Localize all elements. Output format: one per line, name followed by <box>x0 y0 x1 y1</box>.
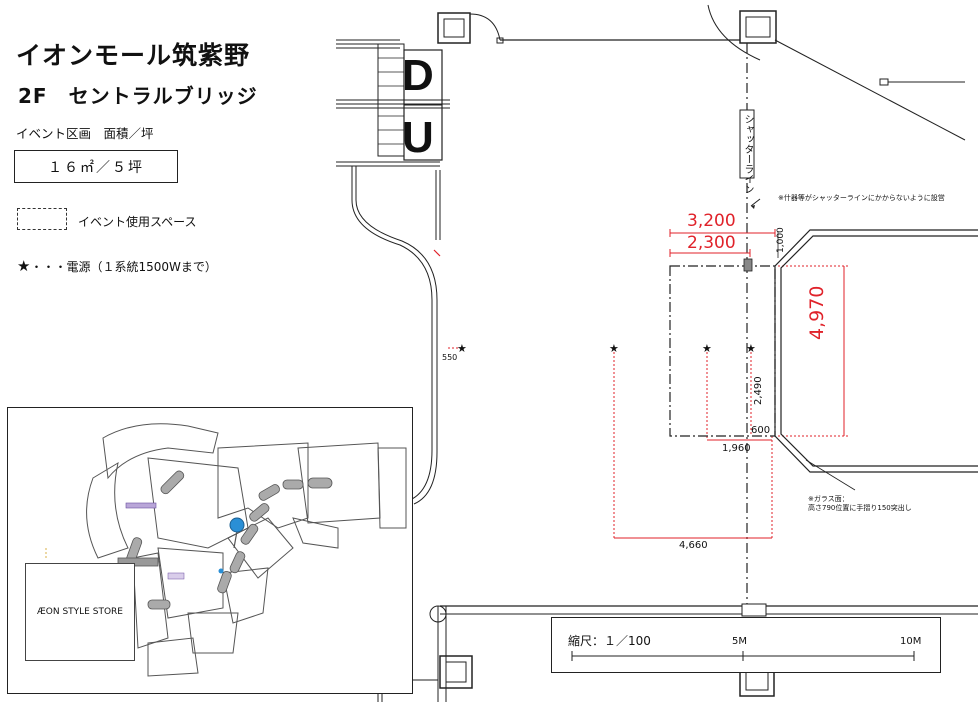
power-star-3: ★ <box>702 342 712 355</box>
scale-bar <box>571 651 915 661</box>
event-space <box>669 265 776 437</box>
inset-floor-map <box>45 423 407 677</box>
dim-4970: 4,970 <box>806 285 828 340</box>
dim-2300: 2,300 <box>687 233 736 253</box>
inset-map: ÆON STYLE STORE <box>7 407 413 694</box>
area-value-box: １６㎡／５坪 <box>14 150 178 183</box>
dim-1960: 1,960 <box>722 443 751 454</box>
shutter-note: ※什器等がシャッターラインにかからないように設営 <box>778 194 945 202</box>
aeon-style-store-block: ÆON STYLE STORE <box>25 563 135 661</box>
star-icon: ★ <box>17 257 31 275</box>
power-star-1: ★ <box>457 342 467 355</box>
power-legend: ★・・・電源（１系統1500Wまで） <box>17 257 217 275</box>
aeon-style-store-label: ÆON STYLE STORE <box>37 607 123 617</box>
glass-note-line1: ※ガラス面： <box>808 495 849 503</box>
glass-note-line2: 高さ790位置に手摺り150突出し <box>808 504 912 512</box>
event-space-legend-label: イベント使用スペース <box>78 215 197 229</box>
page-title: イオンモール筑紫野 <box>16 41 251 70</box>
power-legend-label: ・・・電源（１系統1500Wまで） <box>30 260 217 274</box>
power-star-2: ★ <box>609 342 619 355</box>
area-label: イベント区画 面積／坪 <box>16 126 154 141</box>
shutter-line-label: シャッターライン <box>742 114 753 194</box>
location-pin-needle <box>233 530 238 549</box>
dim-1000: 1,000 <box>776 227 786 253</box>
scale-tick-5m: 5M <box>732 636 747 647</box>
dim-3200: 3,200 <box>687 211 736 231</box>
event-space-legend-swatch <box>17 208 67 230</box>
stair-label-u: U <box>402 113 434 162</box>
power-star-4: ★ <box>746 342 756 355</box>
location-pin-icon <box>229 517 245 533</box>
dim-4660: 4,660 <box>679 540 708 551</box>
glass-bridge <box>774 229 978 473</box>
stair-label-d: D <box>402 51 434 100</box>
dim-600: 600 <box>751 425 771 436</box>
column-top-right <box>739 10 777 44</box>
scale-label: 縮尺：１／100 <box>568 634 651 648</box>
escalator <box>336 39 450 505</box>
column-top-left <box>437 12 471 44</box>
dimension-lines <box>448 229 848 539</box>
scale-tick-10m: 10M <box>900 636 922 647</box>
wall-top-2 <box>774 39 966 141</box>
dim-550: 550 <box>442 353 458 362</box>
dim-2490: 2,490 <box>753 376 764 405</box>
scale-box: 縮尺：１／100 5M 10M <box>551 617 941 673</box>
page-subtitle: 2F セントラルブリッジ <box>18 84 258 108</box>
